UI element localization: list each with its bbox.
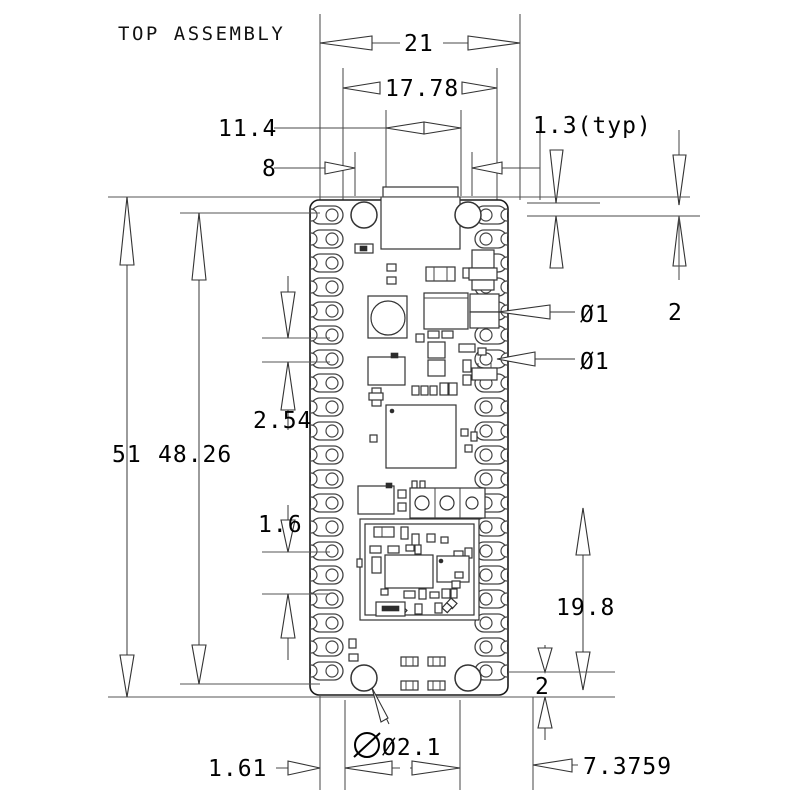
dimension-offset-2: 2 bbox=[668, 130, 687, 326]
dia-symbol-2-1 bbox=[353, 732, 381, 758]
dim-label-1-6: 1.6 bbox=[258, 512, 303, 538]
dim-label-7-3759: 7.3759 bbox=[583, 754, 672, 780]
dim-label-48-26: 48.26 bbox=[158, 442, 232, 468]
dim-label-8: 8 bbox=[262, 156, 277, 182]
dim-label-17-78: 17.78 bbox=[385, 76, 459, 102]
usb-connector bbox=[380, 186, 461, 250]
mount-hole-bottom-right bbox=[454, 664, 482, 692]
flash-chip bbox=[369, 404, 478, 469]
dim-label-51: 51 bbox=[112, 442, 142, 468]
callout-dia-2-1: Ø2.1 bbox=[353, 687, 441, 761]
dim-label-dia1-upper: Ø1 bbox=[580, 302, 610, 328]
dimension-pitch-2-54: 2.54 bbox=[253, 276, 330, 434]
dimension-1-6: 1.6 bbox=[258, 505, 330, 660]
dimension-length-51: 51 bbox=[112, 196, 142, 698]
mount-hole-bottom-left bbox=[350, 664, 378, 692]
pcb-board bbox=[309, 186, 509, 696]
dimension-width-11-4: 11.4 bbox=[218, 116, 462, 142]
dim-label-1-3-typ: 1.3(typ) bbox=[533, 113, 652, 139]
dimension-19-8: 19.8 bbox=[556, 507, 615, 691]
mount-hole-top-left bbox=[350, 201, 378, 229]
dim-label-21: 21 bbox=[404, 31, 434, 57]
callout-dia1-lower: Ø1 bbox=[496, 349, 610, 375]
dim-label-bottom-2: 2 bbox=[535, 674, 550, 700]
dimension-width-17-78: 17.78 bbox=[342, 76, 498, 102]
dimension-pad-width-1-3: 1.3(typ) bbox=[527, 113, 700, 269]
dim-label-1-61: 1.61 bbox=[208, 756, 267, 782]
wireless-module bbox=[356, 518, 480, 621]
dim-label-dia1-lower: Ø1 bbox=[580, 349, 610, 375]
callout-dia1-upper: Ø1 bbox=[497, 302, 610, 328]
dimension-width-21: 21 bbox=[319, 31, 521, 57]
mount-hole-top-right bbox=[454, 201, 482, 229]
dimension-7-3759: 7.3759 bbox=[532, 754, 672, 780]
dimension-bottom-2: 2 bbox=[508, 645, 615, 740]
dim-label-19-8: 19.8 bbox=[556, 595, 615, 621]
extension-lines-bottom bbox=[319, 695, 534, 790]
dim-label-2-1: Ø2.1 bbox=[382, 735, 441, 761]
dim-label-2-54: 2.54 bbox=[253, 408, 312, 434]
debug-header bbox=[357, 480, 486, 519]
dim-label-11-4: 11.4 bbox=[218, 116, 277, 142]
components-lower bbox=[348, 638, 446, 691]
extension-lines-top bbox=[319, 14, 521, 200]
components-upper bbox=[354, 243, 500, 407]
dimension-length-48-26: 48.26 bbox=[158, 212, 232, 685]
dimension-width-8: 8 bbox=[262, 156, 540, 182]
dimension-hole-span bbox=[344, 760, 461, 776]
drawing-title: TOP ASSEMBLY bbox=[118, 23, 285, 45]
left-pad-column bbox=[310, 205, 344, 681]
dim-label-2-right: 2 bbox=[668, 300, 683, 326]
dimension-1-61: 1.61 bbox=[208, 756, 321, 782]
